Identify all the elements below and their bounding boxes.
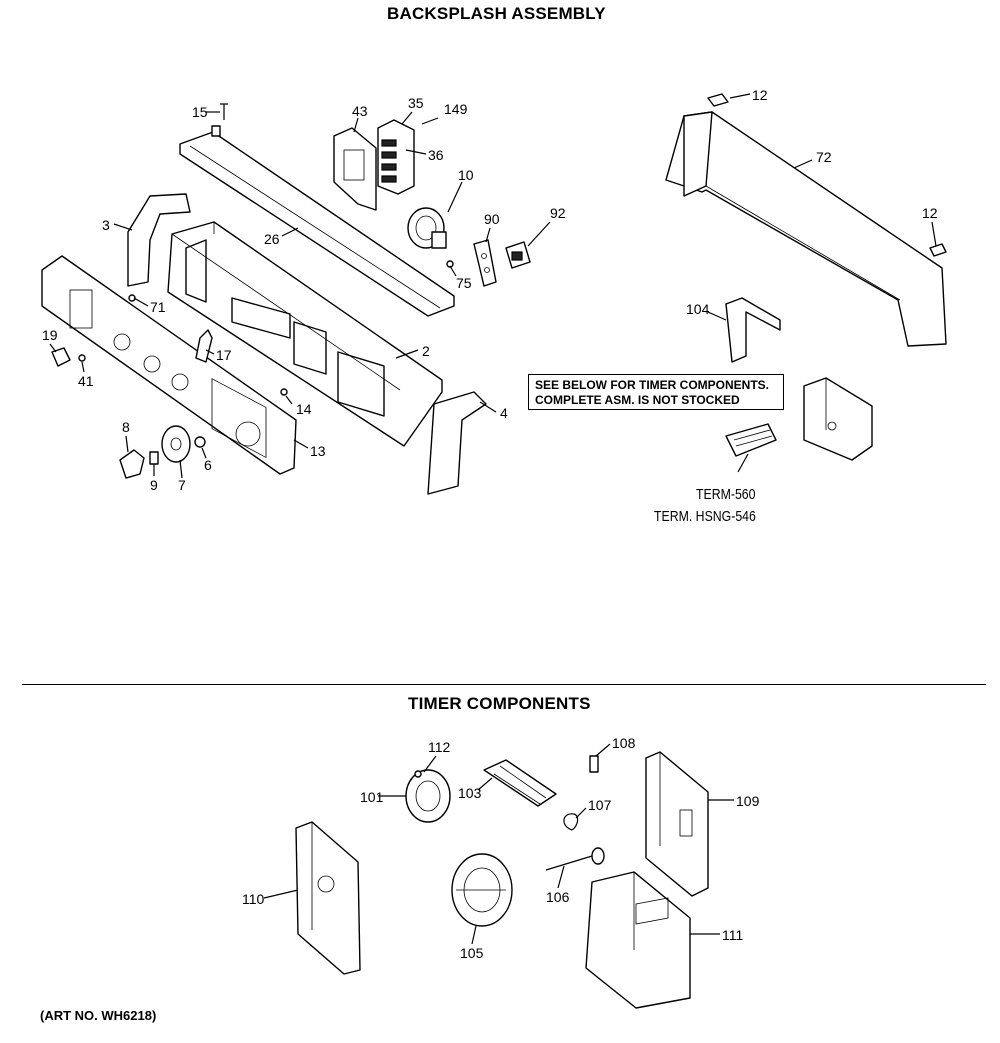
part-26-top-trim bbox=[179, 125, 455, 317]
label-7: 7 bbox=[178, 477, 186, 493]
part-109-timer-frame bbox=[645, 751, 709, 897]
part-7-dial bbox=[161, 425, 191, 463]
label-101: 101 bbox=[360, 789, 384, 805]
part-2-console-frame bbox=[167, 221, 443, 447]
label-43: 43 bbox=[352, 103, 368, 119]
timer-components-title: TIMER COMPONENTS bbox=[408, 694, 591, 713]
label-2: 2 bbox=[422, 343, 430, 359]
part-19-knob bbox=[51, 347, 71, 367]
part-12-clip-upper bbox=[707, 93, 729, 107]
part-number-labels: 15 43 35 149 36 10 90 92 75 26 3 71 19 4… bbox=[42, 87, 938, 961]
part-107-spring bbox=[563, 813, 579, 831]
part-12-clip-lower bbox=[929, 243, 947, 257]
label-6: 6 bbox=[204, 457, 212, 473]
label-41: 41 bbox=[78, 373, 94, 389]
label-109: 109 bbox=[736, 793, 760, 809]
label-10: 10 bbox=[458, 167, 474, 183]
label-105: 105 bbox=[460, 945, 484, 961]
part-105-cam bbox=[451, 853, 513, 927]
label-14: 14 bbox=[296, 401, 312, 417]
label-12-upper: 12 bbox=[752, 87, 768, 103]
part-41-spring bbox=[78, 354, 86, 362]
label-4: 4 bbox=[500, 405, 508, 421]
label-15: 15 bbox=[192, 104, 208, 120]
leader-lines bbox=[49, 93, 937, 945]
label-9: 9 bbox=[150, 477, 158, 493]
part-43-bracket bbox=[333, 127, 377, 211]
part-106-shaft bbox=[545, 847, 605, 871]
part-112-screw bbox=[414, 770, 422, 778]
label-92: 92 bbox=[550, 205, 566, 221]
terminal-label: TERM-560 bbox=[696, 486, 756, 503]
part-35-switch-block bbox=[377, 119, 415, 195]
label-35: 35 bbox=[408, 95, 424, 111]
part-101-timer-motor bbox=[405, 769, 451, 823]
label-8: 8 bbox=[122, 419, 130, 435]
label-107: 107 bbox=[588, 797, 612, 813]
part-9-insert bbox=[149, 451, 159, 465]
part-90-bracket bbox=[473, 239, 497, 287]
section-divider bbox=[22, 684, 986, 685]
part-4-right-end-cap bbox=[427, 391, 487, 495]
timer-components-note: SEE BELOW FOR TIMER COMPONENTS. COMPLETE… bbox=[528, 374, 784, 410]
label-13: 13 bbox=[310, 443, 326, 459]
label-72: 72 bbox=[816, 149, 832, 165]
part-72-top-cover bbox=[665, 111, 947, 347]
part-15-screw bbox=[220, 103, 228, 120]
label-75: 75 bbox=[456, 275, 472, 291]
note-line-2: COMPLETE ASM. IS NOT STOCKED bbox=[535, 393, 740, 407]
part-92-rocker-switch bbox=[505, 241, 531, 269]
art-number: (ART NO. WH6218) bbox=[40, 1008, 157, 1023]
part-110-timer-plate bbox=[295, 821, 361, 975]
part-13-control-panel bbox=[41, 255, 297, 475]
part-108-clip bbox=[589, 755, 599, 773]
label-149: 149 bbox=[444, 101, 468, 117]
label-104: 104 bbox=[686, 301, 710, 317]
label-110: 110 bbox=[242, 891, 265, 907]
part-8-knob bbox=[119, 449, 145, 479]
label-17: 17 bbox=[216, 347, 232, 363]
backsplash-assembly-title: BACKSPLASH ASSEMBLY bbox=[387, 4, 606, 23]
part-3-left-end-cap bbox=[127, 193, 191, 287]
label-108: 108 bbox=[612, 735, 636, 751]
terminal-housing-label: TERM. HSNG-546 bbox=[654, 508, 756, 525]
label-111: 111 bbox=[722, 927, 743, 943]
label-106: 106 bbox=[546, 889, 570, 905]
label-90: 90 bbox=[484, 211, 500, 227]
part-111-timer-cover bbox=[585, 871, 691, 1009]
label-36: 36 bbox=[428, 147, 444, 163]
part-104-l-bracket bbox=[725, 297, 781, 363]
part-6-button bbox=[194, 436, 206, 448]
label-12-lower: 12 bbox=[922, 205, 938, 221]
label-112: 112 bbox=[428, 739, 451, 755]
terminal-block bbox=[725, 423, 777, 457]
timer-assembly bbox=[803, 377, 873, 461]
label-19: 19 bbox=[42, 327, 58, 343]
part-10-pressure-switch bbox=[407, 207, 447, 249]
label-71: 71 bbox=[150, 299, 166, 315]
label-103: 103 bbox=[458, 785, 482, 801]
note-line-1: SEE BELOW FOR TIMER COMPONENTS. bbox=[535, 378, 770, 392]
part-14-screw bbox=[280, 388, 288, 396]
label-3: 3 bbox=[102, 217, 110, 233]
label-26: 26 bbox=[264, 231, 280, 247]
part-17-clip bbox=[195, 329, 213, 363]
part-149-screw bbox=[421, 117, 439, 125]
part-103-connector bbox=[483, 759, 557, 807]
